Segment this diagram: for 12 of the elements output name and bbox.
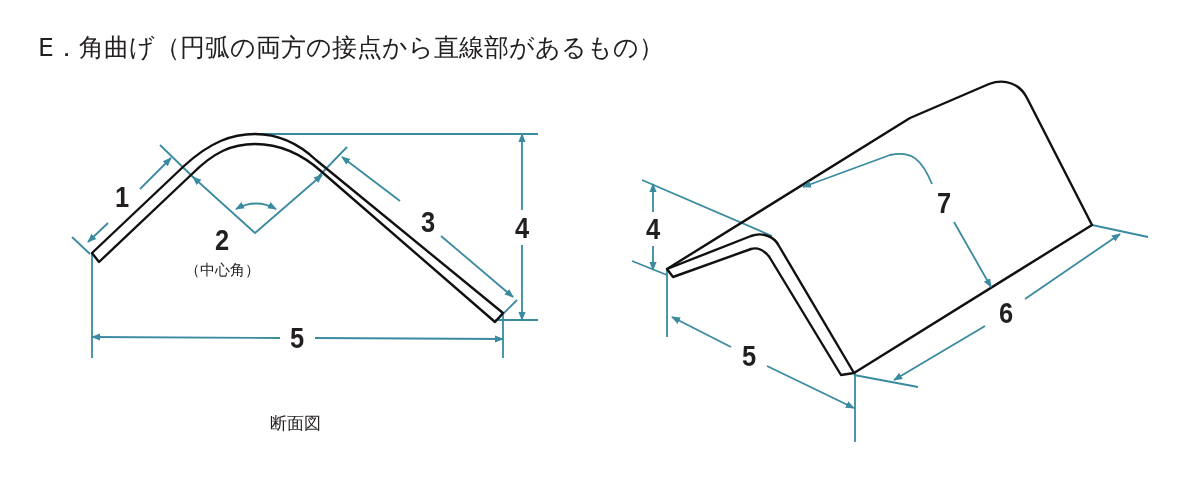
dimension-number: 4 <box>645 214 661 244</box>
dimension-number: 4 <box>514 213 530 243</box>
dimension-number: 5 <box>741 341 757 371</box>
caption: 断面図 <box>269 414 321 432</box>
dimension-number: 3 <box>420 207 436 237</box>
dimension-number: 7 <box>936 188 952 218</box>
dimension-number: 5 <box>289 323 305 353</box>
dimension-number: 2 <box>214 225 230 255</box>
title: E．角曲げ（円弧の両方の接点から直線部があるもの） <box>38 34 664 60</box>
dimension-number: 1 <box>114 182 130 212</box>
dimension-number: 6 <box>998 298 1014 328</box>
angle-note: （中心角） <box>184 262 260 278</box>
